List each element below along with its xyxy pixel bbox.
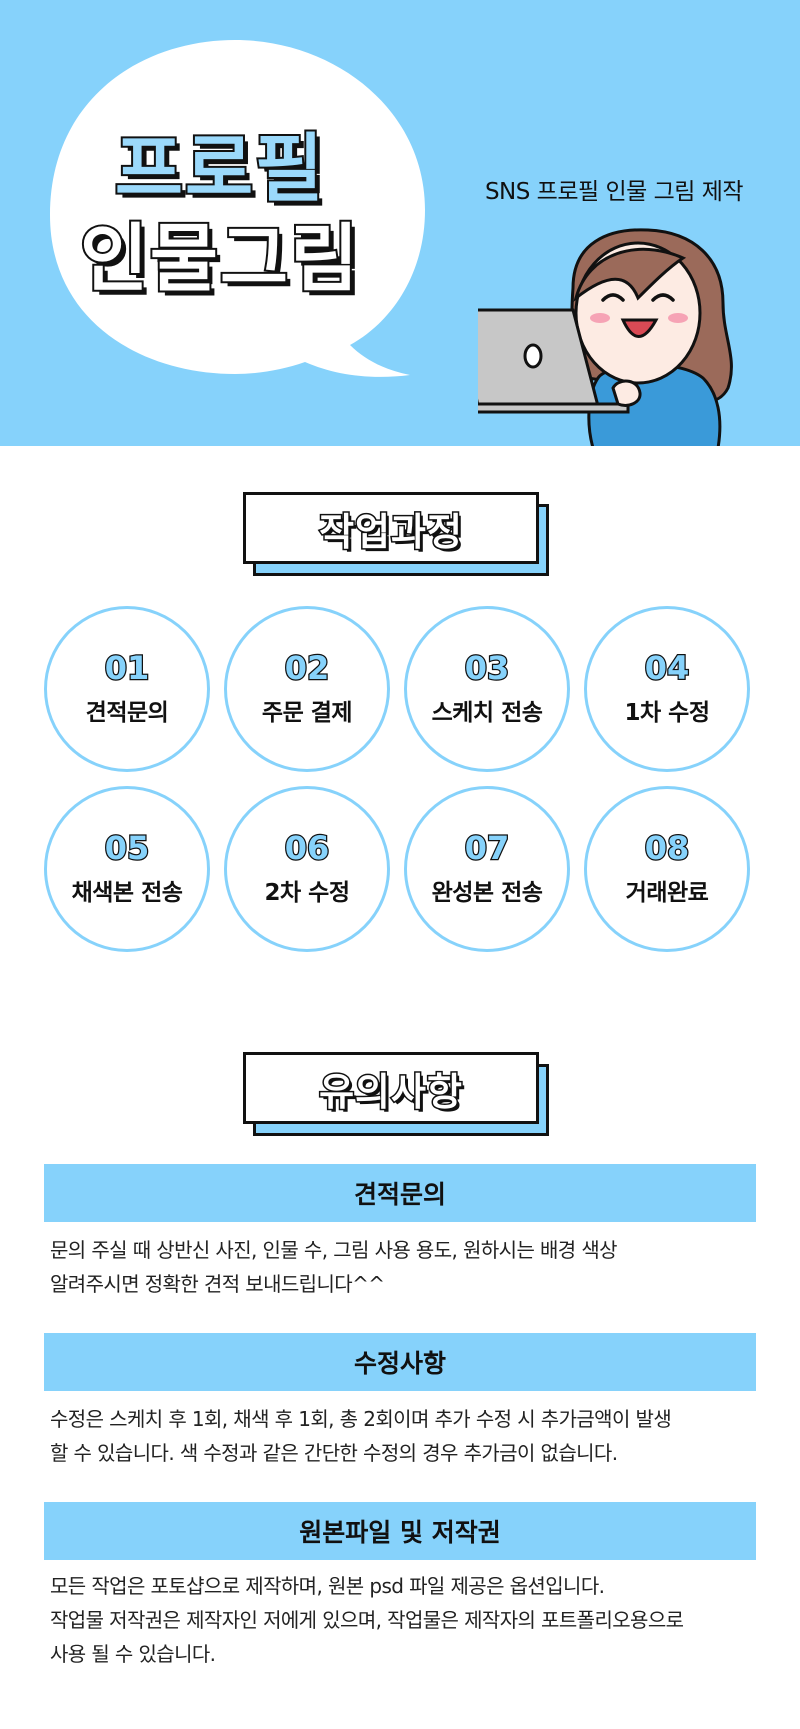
notice-line: 수정은 스케치 후 1회, 채색 후 1회, 총 2회이며 추가 수정 시 추가…: [50, 1407, 672, 1431]
step-circle: 04 1차 수정: [584, 606, 750, 772]
step-number: 03: [463, 649, 510, 688]
notice-line: 알려주시면 정확한 견적 보내드립니다^^: [50, 1272, 385, 1296]
step-number: 01: [103, 649, 150, 688]
step-number: 06: [283, 829, 330, 868]
notice-line: 문의 주실 때 상반신 사진, 인물 수, 그림 사용 용도, 원하시는 배경 …: [50, 1238, 618, 1262]
step-number: 02: [283, 649, 330, 688]
notes-heading-label: 유의사항: [318, 1068, 464, 1115]
notice-title-bar: 원본파일 및 저작권: [44, 1502, 756, 1560]
step-number: 05: [103, 829, 150, 868]
step-name: 채색본 전송: [71, 879, 183, 906]
notes-heading: 유의사항: [243, 1052, 549, 1136]
step-name: 주문 결제: [261, 699, 353, 726]
notice-title-bar: 견적문의: [44, 1164, 756, 1222]
hero-banner: 프로필 인물그림 SNS 프로필 인물 그림 제작: [0, 0, 800, 446]
notice-line: 모든 작업은 포토샵으로 제작하며, 원본 psd 파일 제공은 옵션입니다.: [50, 1574, 605, 1598]
step-name: 견적문의: [85, 699, 169, 726]
step-name: 1차 수정: [624, 699, 711, 726]
hero-subtitle: SNS 프로필 인물 그림 제작: [484, 179, 744, 205]
process-heading: 작업과정: [243, 492, 549, 576]
step-number: 08: [643, 829, 690, 868]
process-steps: 01 견적문의 02 주문 결제 03 스케치 전송 04 1차 수정 05 채…: [44, 606, 756, 954]
step-number: 07: [463, 829, 510, 868]
step-name: 2차 수정: [264, 879, 351, 906]
step-circle: 06 2차 수정: [224, 786, 390, 952]
step-circle: 07 완성본 전송: [404, 786, 570, 952]
step-circle: 03 스케치 전송: [404, 606, 570, 772]
step-circle: 01 견적문의: [44, 606, 210, 772]
notice-title-bar: 수정사항: [44, 1333, 756, 1391]
speech-bubble: [50, 40, 425, 377]
notice-body: 모든 작업은 포토샵으로 제작하며, 원본 psd 파일 제공은 옵션입니다. …: [50, 1569, 750, 1671]
step-circle: 05 채색본 전송: [44, 786, 210, 952]
notice-body: 문의 주실 때 상반신 사진, 인물 수, 그림 사용 용도, 원하시는 배경 …: [50, 1233, 750, 1301]
notice-line: 작업물 저작권은 제작자인 저에게 있으며, 작업물은 제작자의 포트폴리오용으…: [50, 1608, 684, 1632]
notice-body: 수정은 스케치 후 1회, 채색 후 1회, 총 2회이며 추가 수정 시 추가…: [50, 1402, 750, 1470]
step-number: 04: [643, 649, 690, 688]
character-with-laptop-illustration: [478, 228, 733, 446]
hero-title-line1: 프로필: [113, 126, 326, 212]
notice-line: 할 수 있습니다. 색 수정과 같은 간단한 수정의 경우 추가금이 없습니다.: [50, 1441, 618, 1465]
step-circle: 02 주문 결제: [224, 606, 390, 772]
notice-line: 사용 될 수 있습니다.: [50, 1642, 216, 1666]
process-heading-label: 작업과정: [318, 508, 464, 555]
step-name: 완성본 전송: [431, 879, 543, 906]
step-name: 스케치 전송: [431, 699, 543, 726]
step-name: 거래완료: [625, 879, 709, 906]
step-circle: 08 거래완료: [584, 786, 750, 952]
hero-title-line2: 인물그림: [78, 216, 361, 302]
